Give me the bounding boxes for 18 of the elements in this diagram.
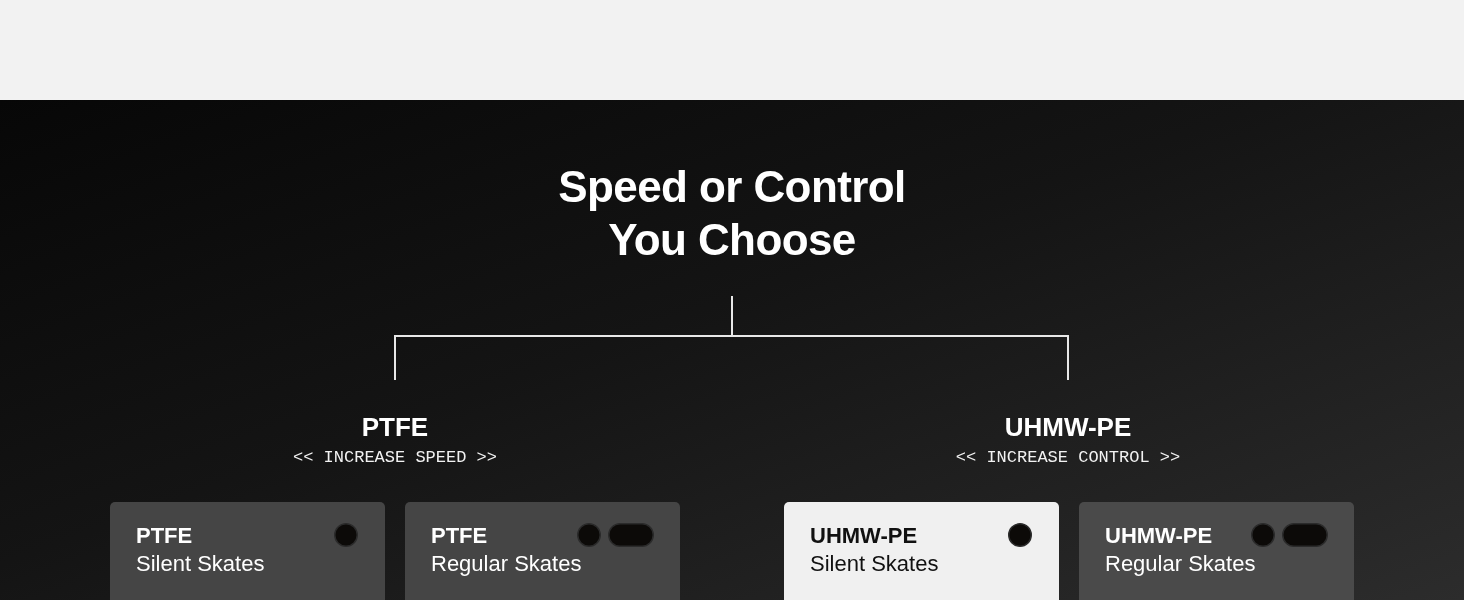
caption-text: << INCREASE CONTROL >>: [955, 448, 1181, 468]
skate-card: [405, 502, 680, 600]
card-subtitle: Regular Skates: [1105, 551, 1256, 577]
skate-card: [1079, 502, 1354, 600]
skate-card: [784, 502, 1059, 600]
skate-card: [110, 502, 385, 600]
material-heading: UHMW-PE: [1004, 412, 1132, 442]
card-heading: PTFE: [136, 523, 193, 549]
card-subtitle: Regular Skates: [431, 551, 582, 577]
tree-root-label: Speed or Control You Choose: [557, 161, 907, 266]
card-subtitle: Silent Skates: [810, 551, 939, 577]
caption-text: << INCREASE SPEED >>: [292, 448, 497, 468]
connector-line: [731, 295, 1069, 381]
card-heading: UHMW-PE: [810, 523, 918, 549]
material-heading: PTFE: [361, 412, 429, 442]
card-heading: PTFE: [431, 523, 488, 549]
card-subtitle: Silent Skates: [136, 551, 265, 577]
card-heading: UHMW-PE: [1105, 523, 1213, 549]
